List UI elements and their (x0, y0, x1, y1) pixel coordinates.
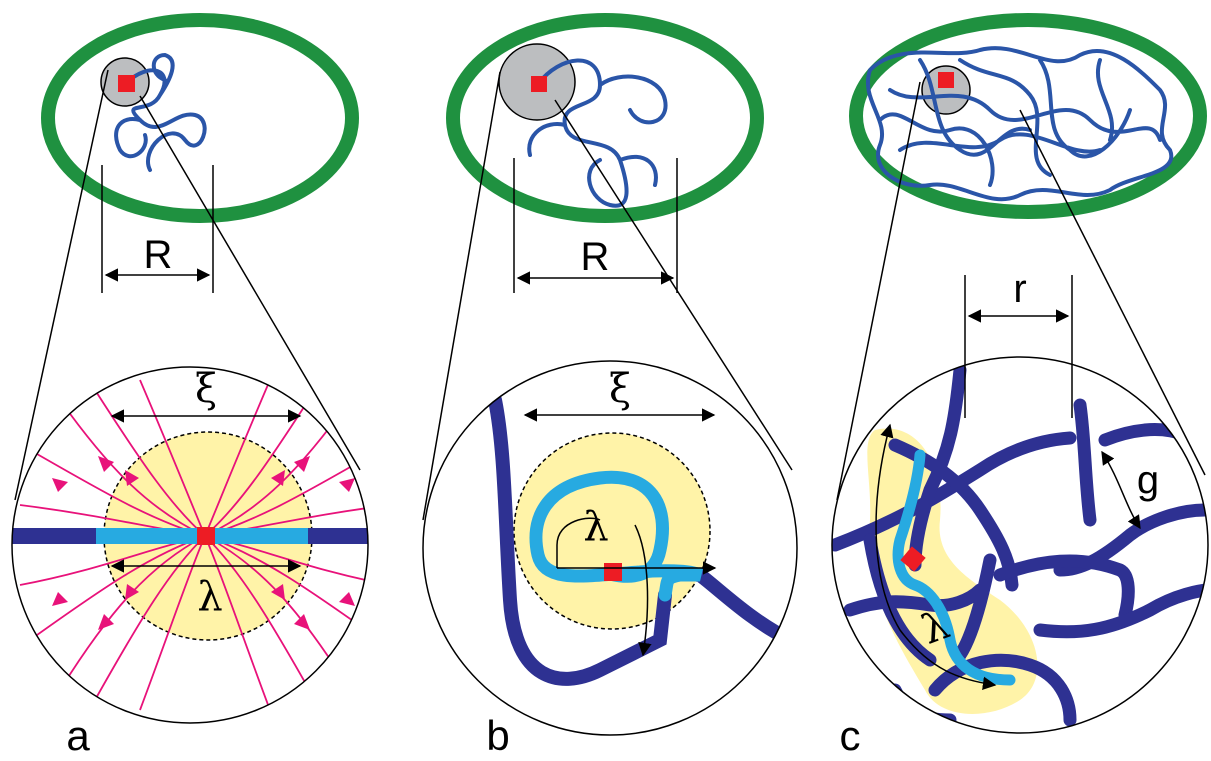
panel-letter-a: a (66, 712, 90, 756)
red-marker-zoom-b (604, 563, 622, 581)
red-marker-a (118, 75, 135, 92)
magnifier-c (831, 356, 1209, 734)
panel-b: R ξ λ b (422, 13, 798, 759)
cell-wall-c (849, 13, 1207, 219)
cell-wall-a (41, 13, 359, 223)
field-arrowheads-a (52, 456, 355, 630)
active-segment-b (529, 470, 703, 602)
lambda-label-b: λ (583, 504, 608, 550)
zoom-line-right-a (139, 95, 361, 471)
zoom-line-right-b (554, 99, 793, 471)
magnifier-a (11, 366, 369, 724)
polymer-coil-a (114, 52, 207, 172)
cell-wall-b (446, 13, 764, 223)
xi-label-b: ξ (609, 366, 631, 412)
lambda-path-b (556, 517, 601, 568)
panel-a: R (11, 13, 369, 759)
xi-label-a: ξ (195, 366, 217, 412)
panel-letter-c: c (840, 712, 861, 756)
panel-c: r g λ c (831, 13, 1209, 759)
r-label-b: R (581, 235, 610, 279)
magnifier-b (422, 360, 798, 736)
g-arrow-c (1101, 450, 1141, 530)
yellow-region-b (513, 432, 711, 630)
red-marker-b (531, 76, 547, 92)
zoom-line-right-c (1019, 109, 1206, 476)
zoom-line-left-b (422, 71, 501, 521)
zoom-line-left-a (14, 69, 109, 501)
red-marker-zoom-a (197, 527, 215, 545)
lambda-arrow-down-b (634, 524, 652, 657)
lambda-arrow-c (875, 423, 997, 690)
g-label-c: g (1137, 458, 1159, 502)
r-label-a: R (144, 233, 173, 277)
polymer-network-c (866, 46, 1174, 202)
r-label-c: r (1013, 267, 1026, 311)
panel-letter-b: b (486, 712, 509, 756)
red-marker-c (938, 72, 954, 88)
zoom-line-left-c (836, 81, 921, 501)
lambda-label-a: λ (197, 574, 222, 620)
